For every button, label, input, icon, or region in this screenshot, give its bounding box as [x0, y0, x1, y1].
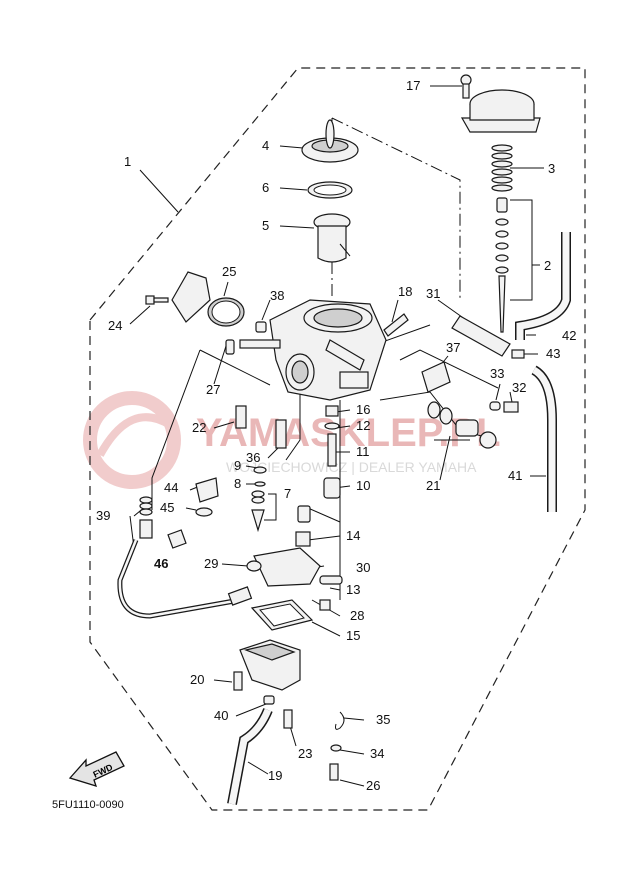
callout-27: 27 [206, 382, 220, 397]
callout-11: 11 [356, 444, 370, 459]
callout-23: 23 [298, 746, 312, 761]
part-28-screw [319, 599, 331, 611]
callout-35: 35 [376, 712, 390, 727]
callout-33: 33 [490, 366, 504, 381]
part-45-washer [195, 507, 213, 517]
callout-45: 45 [160, 500, 174, 515]
top-cover [460, 89, 541, 133]
part-14-jet-b [295, 531, 311, 547]
callout-7: 7 [284, 486, 291, 501]
callout-26: 26 [366, 778, 380, 793]
callout-18: 18 [398, 284, 412, 299]
callout-14: 14 [346, 528, 360, 543]
part-26-screw [329, 763, 339, 781]
callout-6: 6 [262, 180, 269, 195]
parts [117, 74, 571, 805]
callout-30: 30 [356, 560, 370, 575]
callout-44: 44 [164, 480, 178, 495]
part-25-gasket [171, 271, 245, 327]
callout-4: 4 [262, 138, 269, 153]
part-24-bolt [145, 295, 169, 305]
fwd-arrow-icon: FWD [68, 751, 125, 787]
part-18-screw [383, 313, 409, 337]
part-27-fitting [225, 339, 235, 355]
callout-37: 37 [446, 340, 460, 355]
callout-labels: 1 2 3 4 5 6 7 8 9 10 11 12 13 14 15 16 1… [96, 78, 576, 793]
part-44-bracket [195, 477, 219, 503]
callout-2: 2 [544, 258, 551, 273]
callout-41: 41 [508, 468, 522, 483]
part-33-washer [489, 401, 501, 411]
callout-15: 15 [346, 628, 360, 643]
callout-10: 10 [356, 478, 370, 493]
part-21-plunger [427, 401, 497, 449]
callout-29: 29 [204, 556, 218, 571]
part-8-washer [254, 481, 266, 487]
part-3-spring [491, 144, 513, 192]
part-30-float [253, 547, 321, 587]
part-36-screw [275, 419, 287, 449]
callout-16: 16 [356, 402, 370, 417]
callout-17: 17 [406, 78, 420, 93]
callout-24: 24 [108, 318, 122, 333]
part-23-screw [283, 709, 293, 729]
callout-31: 31 [426, 286, 440, 301]
watermark-logo [83, 391, 181, 489]
part-22-screw [235, 405, 247, 429]
callout-32: 32 [512, 380, 526, 395]
part-43-fitting [511, 349, 525, 359]
callout-42: 42 [562, 328, 576, 343]
callout-22: 22 [192, 420, 206, 435]
float-bowl [239, 639, 301, 691]
jet-column [323, 405, 341, 499]
callout-19: 19 [268, 768, 282, 783]
watermark-sub: WOJCIECHOWICZ | DEALER YAMAHA [226, 459, 477, 475]
part-39-plunger [139, 496, 153, 539]
diagram-code: 5FU1110-0090 [52, 799, 124, 811]
choke-cable [117, 539, 241, 619]
part-46-nut [167, 529, 187, 549]
callout-12: 12 [356, 418, 370, 433]
callout-8: 8 [234, 476, 241, 491]
part-13-pin [319, 575, 343, 585]
part-14-jet-a [297, 505, 311, 523]
callout-9: 9 [234, 458, 241, 473]
part-32-screw [503, 401, 519, 413]
callout-40: 40 [214, 708, 228, 723]
callout-13: 13 [346, 582, 360, 597]
part-38-plug [255, 321, 267, 333]
part-34-washer [330, 744, 342, 752]
part-40-fitting [263, 695, 275, 705]
callout-28: 28 [350, 608, 364, 623]
part-2-needle-set [495, 197, 509, 333]
part-17-screw [460, 74, 472, 99]
callout-1: 1 [124, 154, 131, 169]
part-29-screw [246, 560, 262, 572]
part-37-lever [421, 361, 451, 393]
callout-38: 38 [270, 288, 284, 303]
callout-43: 43 [546, 346, 560, 361]
callout-5: 5 [262, 218, 269, 233]
callout-25: 25 [222, 264, 236, 279]
callout-36: 36 [246, 450, 260, 465]
callout-20: 20 [190, 672, 204, 687]
part-31-rod [451, 315, 511, 357]
part-20-screw [233, 671, 243, 691]
callout-46: 46 [154, 556, 168, 571]
callout-3: 3 [548, 161, 555, 176]
callout-39: 39 [96, 508, 110, 523]
watermark-logo-swoosh [96, 413, 173, 457]
carburetor-body [239, 299, 387, 401]
part-35-clip [335, 711, 345, 730]
part-9-ring [253, 466, 267, 474]
part-7-pilot-screw [251, 490, 265, 533]
callout-21: 21 [426, 478, 440, 493]
callout-34: 34 [370, 746, 384, 761]
